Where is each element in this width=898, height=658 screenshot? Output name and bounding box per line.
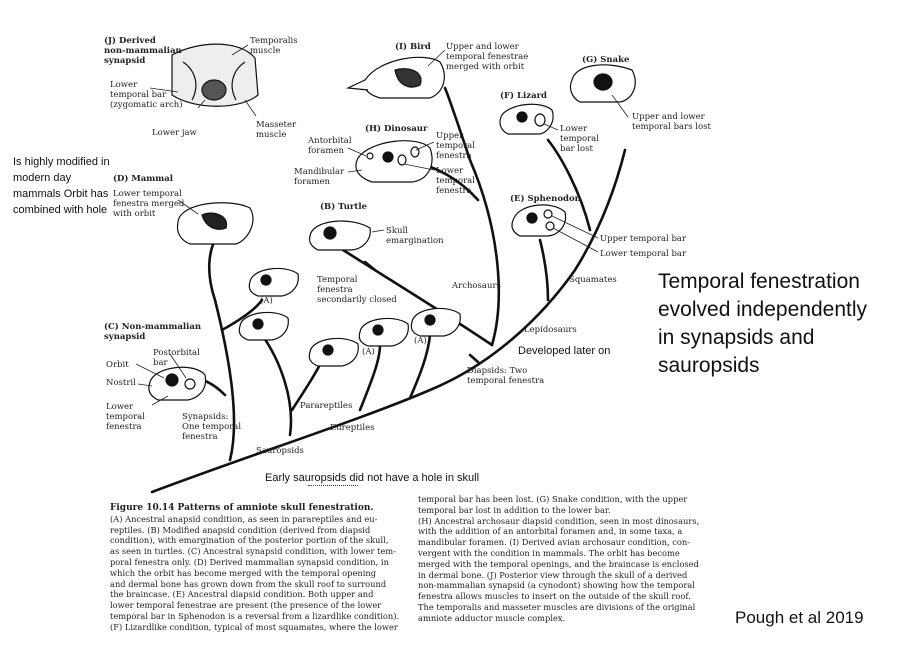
skull-A-icon-3 [308,337,359,367]
label-squamates: Squamates [569,275,617,285]
label-synapsids: Synapsids: One temporal fenestra [182,412,242,442]
skull-sphenodon-icon [511,204,567,237]
note-mammal-modified: Is highly modified in modern day mammals… [13,156,110,216]
label-A-3: (A) [414,336,427,346]
skull-A-icon-1 [248,267,299,297]
note-early-sauropsids: Early sauropsids did not have a hole in … [265,472,480,484]
label-mandibular: Mandibular foramen [294,167,345,187]
label-bird-title: (I) Bird [395,42,431,52]
skull-drawings [148,43,636,401]
label-c-lower-fenestra: Lower temporal fenestra [106,402,145,432]
parareptile-branch [260,333,293,437]
main-trunk [150,148,627,494]
label-A-2: (A) [362,347,375,357]
label-lower-temporal-bar: Lower temporal bar (zygomatic arch) [110,80,183,110]
label-snake-note: Upper and lower temporal bars lost [632,112,711,132]
skull-A-icon-2 [238,311,289,341]
skull-snake-icon [569,64,636,103]
note-main-statement: Temporal fenestration evolved independen… [658,270,867,377]
label-postorbital: Postorbital bar [153,348,200,368]
label-upper-fenestra: Upper temporal fenestra [436,131,475,161]
label-archosaurs: Archosaurs [452,281,501,291]
label-orbit: Orbit [106,360,129,370]
figure-caption-left: Figure 10.14 Patterns of amniote skull f… [110,503,415,633]
synapsid-branch [207,238,236,462]
turtle-branch [338,246,494,347]
credit-citation: Pough et al 2019 [735,608,864,627]
label-sphenodon-title: (E) Sphenodon [510,194,581,204]
caption-title: Figure 10.14 Patterns of amniote skull f… [110,503,374,513]
label-turtle-note: Skull emargination [386,226,444,246]
note-developed-later: Developed later on [518,345,611,357]
skull-synapsid-icon [148,366,207,401]
skull-turtle-icon [308,220,371,251]
skull-mammal-icon [176,202,254,245]
lizard-branch [546,138,592,232]
label-lizard-title: (F) Lizard [500,91,547,101]
label-parareptiles: Parareptiles [300,401,353,411]
sphenodon-branch [538,238,550,302]
skull-A-icon-4 [358,317,409,347]
eureptile-branch-2 [408,333,432,400]
label-synapsid-title: (C) Non-mammalian synapsid [104,322,202,342]
label-diapsids: Diapsids: Two temporal fenestra [467,366,545,386]
label-nostril: Nostril [106,378,136,388]
skull-dinosaur-icon [355,140,433,183]
label-lower-jaw: Lower jaw [152,128,197,138]
skull-J-icon [171,43,259,107]
label-mammal-note: Lower temporal fenestra merged with orbi… [113,189,185,219]
synapsid-A-branch [220,298,264,332]
label-sauropsids: Sauropsids [256,446,304,456]
label-A-1: (A) [260,296,273,306]
tick-diapsid [468,353,480,364]
skull-lizard-icon [499,103,554,135]
label-temporal-closed: Temporal fenestra secondarily closed [317,275,397,305]
label-lower-fenestra: Lower temporal fenestra [436,166,475,196]
tick-closed [363,260,377,272]
label-bird-note: Upper and lower temporal fenestrae merge… [446,42,529,72]
leader-lines [135,44,629,406]
label-dinosaur-title: (H) Dinosaur [365,124,428,134]
eureptile-branch [358,343,382,412]
label-antorbital: Antorbital foramen [308,136,352,156]
label-snake-title: (G) Snake [582,55,630,65]
skull-A-icon-5 [410,307,461,337]
caption-col2: temporal bar has been lost. (G) Snake co… [418,494,700,623]
archosaur-branch [443,86,501,347]
label-lower-temporal-bar-e: Lower temporal bar [600,249,687,259]
label-mammal-title: (D) Mammal [113,174,174,184]
label-eureptiles: Eureptiles [330,423,375,433]
spellcheck-underline [308,485,358,486]
label-turtle-title: (B) Turtle [320,202,367,212]
tree-branches [150,86,627,494]
label-lepidosaurs: Lepidosaurs [524,325,577,335]
label-masseter: Masseter muscle [256,120,297,140]
label-J-title: (J) Derived non-mammalian synapsid [104,36,182,66]
label-temporalis: Temporalis muscle [250,36,298,56]
caption-col1: (A) Ancestral anapsid condition, as seen… [110,513,400,632]
label-upper-temporal-bar: Upper temporal bar [600,234,687,244]
skull-bird-icon [345,56,445,99]
label-lizard-note: Lower temporal bar lost [560,124,599,154]
